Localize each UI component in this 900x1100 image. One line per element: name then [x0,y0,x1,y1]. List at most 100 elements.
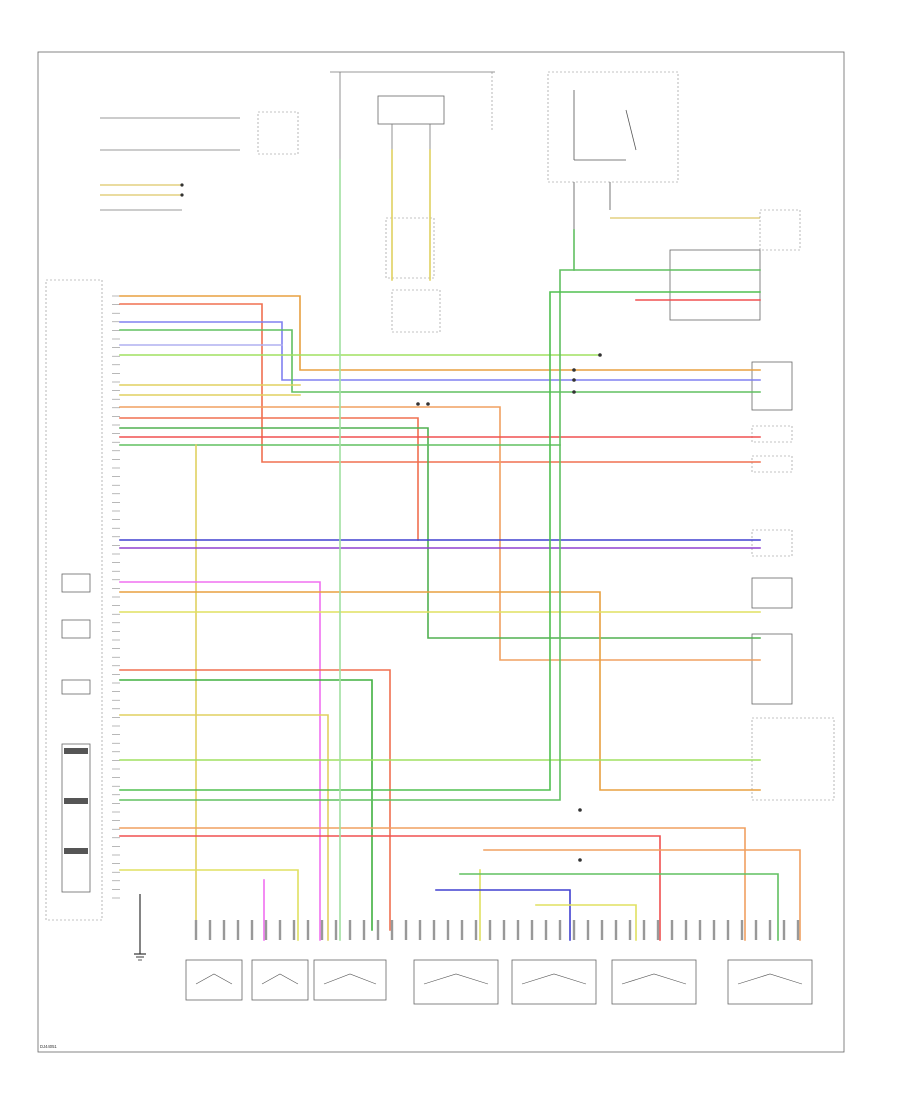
wire [119,869,299,941]
connector-stub [796,920,800,940]
wire [535,904,637,941]
connector-stub [544,920,548,940]
connector-stub [614,920,618,940]
module-icon-box-1 [61,573,91,593]
connector-stub [404,920,408,940]
connector-stub [656,920,660,940]
connector-stub [460,920,464,940]
component-symbol [737,973,803,985]
wire-harness [119,149,801,941]
component-symbol [521,973,587,985]
connector-stub [376,920,380,940]
component-symbol [423,973,489,985]
connector-stub [446,920,450,940]
right-connector-1 [669,249,761,321]
connector-stub [474,920,478,940]
splice-point [426,402,430,406]
bottom-component-box [251,959,309,1001]
splice-point [578,858,582,862]
wire [119,835,661,941]
connector-stub [250,920,254,940]
right-connector-3 [751,633,793,705]
connector-stub [530,920,534,940]
top-center-power [330,71,495,333]
splice-point [572,368,576,372]
connector-stub [782,920,786,940]
connector-stub [670,920,674,940]
connector-stub [264,920,268,940]
connector-stub [754,920,758,940]
wire [119,427,761,639]
connector-stub [236,920,240,940]
top-right-relay [547,71,801,251]
connector-stub [362,920,366,940]
bottom-component-box [413,959,499,1005]
module-connector-stack [61,743,91,893]
wire [435,889,571,941]
connector-stub [572,920,576,940]
wire [119,591,761,791]
wire [119,827,746,941]
connector-stub [726,920,730,940]
module-pin-stubs [112,295,120,899]
connector-stub [432,920,436,940]
wire [483,849,801,941]
connector-stub [600,920,604,940]
diagram-frame [37,51,845,1053]
module-icon-box-3 [61,679,91,695]
connector-stub [222,920,226,940]
connector-stub [502,920,506,940]
bottom-component-box [611,959,697,1005]
connector-stub [390,920,394,940]
wire [119,679,373,931]
wire [119,329,761,393]
wire [119,714,329,941]
connector-stub [698,920,702,940]
connector-stub [684,920,688,940]
splice-point [572,390,576,394]
connector-stub [334,920,338,940]
bottom-component-box [727,959,813,1005]
connector-stub [306,920,310,940]
component-symbol [621,973,687,985]
connector-stub [740,920,744,940]
connector-stub [628,920,632,940]
top-left-inputs [100,111,299,211]
splice-point [572,378,576,382]
module-icon-box-2 [61,619,91,639]
connector-stub [768,920,772,940]
bottom-component-box [511,959,597,1005]
wire [119,291,761,791]
wire [119,303,761,463]
connector-stub [194,920,198,940]
component-symbol [261,973,299,985]
component-symbol [195,973,233,985]
connector-stub [488,920,492,940]
connector-stub [208,920,212,940]
right-connector-2 [751,361,793,411]
control-module [45,279,120,921]
ground-symbol [134,894,146,961]
right-components [669,249,835,801]
connector-stub [558,920,562,940]
connector-block-3 [64,848,88,854]
bottom-component-box [185,959,243,1001]
wire [119,669,391,931]
bottom-component-box [313,959,387,1001]
connector-stub [292,920,296,940]
wire [459,873,779,941]
component-symbol [323,973,377,985]
wire [119,321,761,381]
connector-stub [586,920,590,940]
wire [119,581,321,941]
wire [119,295,761,371]
connector-stub [516,920,520,940]
connector-block-1 [64,748,88,754]
figure-id: DJ44051 [40,1044,57,1049]
connector-stub [418,920,422,940]
bottom-components [185,920,813,1005]
splice-point [578,808,582,812]
wire [119,417,419,541]
splice-point [416,402,420,406]
